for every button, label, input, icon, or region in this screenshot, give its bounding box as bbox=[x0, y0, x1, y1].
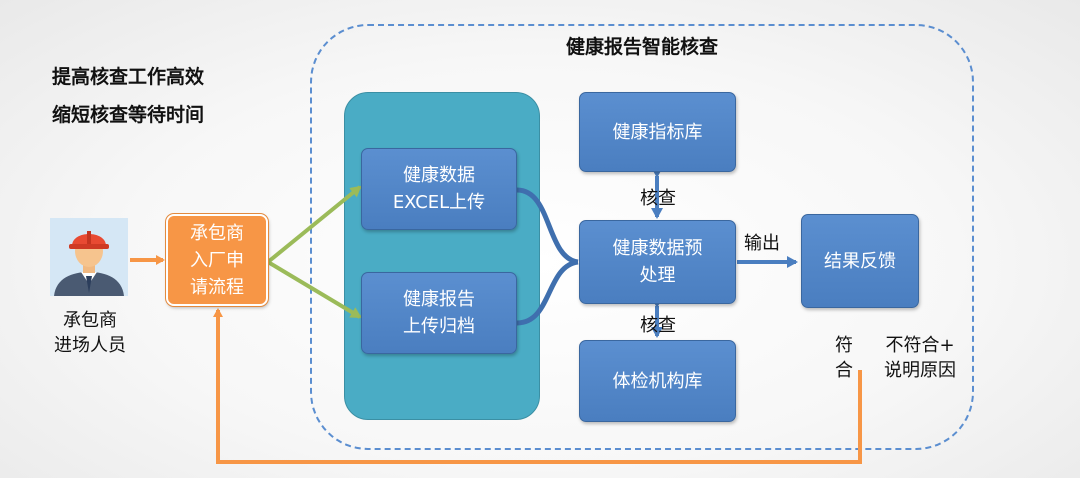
health-index-db-box: 健康指标库 bbox=[579, 92, 736, 172]
check-label-top: 核查 bbox=[640, 188, 676, 209]
arrow-process-to-report bbox=[266, 260, 362, 319]
worker-avatar-icon bbox=[50, 218, 128, 296]
upload-excel-box: 健康数据 EXCEL上传 bbox=[361, 148, 517, 230]
result-feedback-box: 结果反馈 bbox=[801, 214, 919, 308]
check-label-bottom: 核查 bbox=[640, 315, 676, 336]
upload-panel bbox=[344, 92, 540, 420]
output-label: 输出 bbox=[744, 233, 780, 254]
region-title: 健康报告智能核查 bbox=[565, 36, 718, 58]
arrow-feedback-loop bbox=[213, 308, 862, 464]
connector-report-to-preprocess bbox=[516, 259, 579, 326]
pass-label: 符 合 bbox=[835, 335, 853, 381]
contractor-process-box: 承包商 入厂申 请流程 bbox=[166, 214, 268, 306]
arrow-process-to-excel bbox=[266, 185, 362, 264]
benefit-efficiency: 提高核查工作高效 bbox=[52, 66, 205, 88]
exam-org-db-box: 体检机构库 bbox=[579, 340, 736, 422]
upload-report-box: 健康报告 上传归档 bbox=[361, 272, 517, 354]
preprocess-box: 健康数据预 处理 bbox=[579, 220, 736, 304]
benefit-wait-time: 缩短核查等待时间 bbox=[52, 104, 205, 126]
smart-check-region bbox=[310, 24, 974, 450]
fail-label: 不符合+ 说明原因 bbox=[884, 335, 956, 381]
person-label: 承包商 进场人员 bbox=[54, 310, 126, 356]
connector-excel-to-preprocess bbox=[516, 187, 579, 265]
